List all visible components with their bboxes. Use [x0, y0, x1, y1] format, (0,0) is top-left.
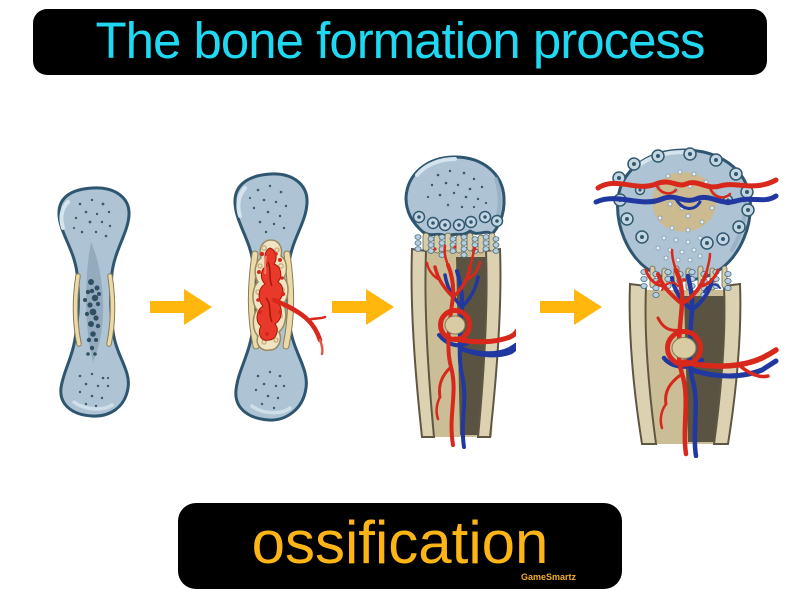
bone-collar-strips	[247, 250, 295, 350]
watermark: GameSmartz	[520, 572, 576, 582]
chondrocyte-circles	[412, 210, 504, 232]
stage-3-vessel-invasion	[398, 153, 516, 449]
page-title: The bone formation process	[95, 11, 705, 69]
capillary-tips	[433, 245, 477, 251]
bone-collar-strips	[72, 273, 116, 347]
nutrient-vessels	[681, 347, 779, 379]
primary-ossification-center-icon	[233, 172, 327, 422]
calcifying-center	[83, 242, 104, 362]
epiphysis-cartilage	[404, 155, 506, 239]
nutrient-vessels	[452, 328, 516, 358]
arrow-shape	[332, 289, 394, 325]
ossification-center	[252, 239, 289, 352]
stage-2-primary-ossification-center	[222, 170, 342, 426]
artery-network	[425, 244, 482, 447]
arrow-shape	[150, 289, 212, 325]
stage-4-secondary-ossification-center	[592, 144, 780, 458]
epiphysis-cartilage	[593, 147, 779, 282]
blood-vessel-invasion-icon	[404, 155, 516, 449]
secondary-ossification-center-icon	[593, 147, 779, 458]
term-label: ossification	[251, 508, 549, 576]
invading-blood-vessel	[271, 297, 327, 356]
arrow-icon	[540, 287, 602, 327]
arrow-icon	[332, 287, 394, 327]
arrow-icon	[150, 287, 212, 327]
growth-columns	[414, 232, 500, 258]
cartilage-speckles	[72, 198, 112, 408]
cartilage-speckles	[248, 184, 288, 410]
arrow-shape	[540, 289, 602, 325]
title-banner: The bone formation process	[33, 9, 767, 75]
capillary-tips	[656, 278, 712, 284]
epiphyseal-vessels	[593, 177, 779, 210]
term-banner: ossification GameSmartz	[178, 503, 622, 589]
cartilage-model-icon	[57, 186, 131, 418]
stage-1-cartilage-model	[46, 184, 142, 420]
